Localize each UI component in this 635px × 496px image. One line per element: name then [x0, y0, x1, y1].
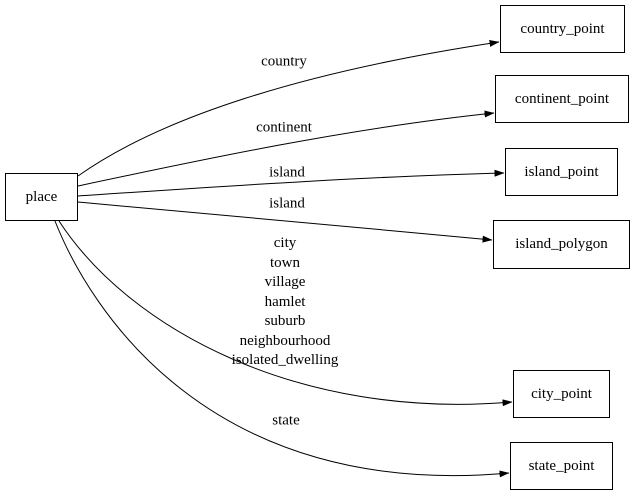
node-state-point: state_point — [510, 442, 613, 490]
edge-place-island-polygon — [77, 201, 493, 243]
node-continent-point: continent_point — [495, 75, 629, 123]
edge-label-state: state — [272, 412, 300, 429]
node-island-point-label: island_point — [524, 163, 599, 180]
edge-place-continent-point — [77, 110, 495, 187]
edge-place-city-point — [58, 220, 513, 407]
edge-label-island-point: island — [269, 164, 305, 181]
node-state-point-label: state_point — [528, 457, 595, 474]
edge-place-state-point — [54, 220, 510, 478]
edge-label-country: country — [261, 53, 307, 70]
node-island-polygon-label: island_polygon — [515, 236, 608, 252]
node-continent-point-label: continent_point — [514, 90, 610, 107]
node-island-polygon: island_polygon — [493, 220, 630, 269]
edge-label-city-types: city town village hamlet suburb neighbou… — [231, 234, 339, 368]
node-city-point-label: city_point — [531, 385, 592, 402]
node-country-point: country_point — [500, 5, 625, 53]
node-place-label: place — [25, 188, 58, 205]
edge-label-island-polygon: island — [269, 195, 305, 212]
node-country-point-label: country_point — [520, 20, 605, 37]
node-city-point: city_point — [513, 370, 610, 418]
edge-label-continent: continent — [256, 119, 312, 136]
node-place: place — [5, 173, 78, 221]
edge-place-island-point — [77, 169, 505, 197]
node-island-point: island_point — [505, 148, 618, 196]
edge-place-country-point — [77, 39, 500, 177]
